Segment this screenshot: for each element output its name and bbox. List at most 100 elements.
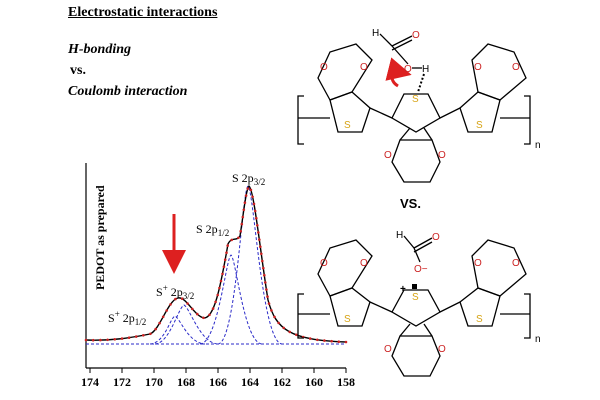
left-bracket (297, 293, 304, 339)
fit-s2p12 (199, 254, 263, 345)
data-point (149, 332, 152, 336)
oxygen-atom: O (474, 258, 482, 269)
left-dioxane-ring (317, 239, 373, 297)
oxygen-atom: O (360, 62, 368, 73)
fit-s2p32 (217, 185, 283, 345)
x-tick-label: 166 (209, 375, 227, 389)
data-point (240, 222, 244, 226)
data-point (242, 208, 246, 212)
data-point (237, 236, 240, 240)
data-point (219, 279, 223, 283)
oxygen-atom: O (320, 62, 328, 73)
oxygen-atom: O (512, 62, 520, 73)
bond-c-o-double (413, 237, 433, 249)
bond-left-center (369, 301, 393, 313)
data-point (249, 188, 253, 192)
bond-center-right (439, 301, 461, 313)
data-point (263, 273, 266, 277)
data-point (254, 216, 258, 220)
sulfur-atom: S (344, 314, 351, 325)
data-point (211, 307, 215, 310)
sulfur-atom: S (476, 314, 483, 325)
red-curved-arrow-icon (385, 57, 412, 88)
data-point (239, 229, 242, 233)
sulfur-atom: S (344, 120, 351, 131)
center-thiophene-ring (391, 93, 441, 133)
center-dioxane-ring (391, 139, 441, 183)
oxygen-atom: O (384, 150, 392, 161)
oxygen-atom: O (432, 232, 440, 243)
x-tick-labels: 174 172 170 168 166 164 162 160 158 (81, 375, 355, 389)
oxygen-atom: O (360, 258, 368, 269)
bond-c-o (413, 247, 421, 263)
left-dioxane-ring (317, 43, 373, 101)
data-point (253, 209, 257, 213)
bond-c-o (391, 45, 409, 65)
data-point (323, 339, 326, 342)
data-point (277, 321, 280, 325)
oxygen-atom: O (474, 62, 482, 73)
data-point (261, 259, 264, 263)
data-point (330, 339, 333, 343)
data-point (99, 338, 102, 342)
data-point (264, 281, 267, 284)
bond (423, 127, 433, 141)
data-point (262, 266, 265, 270)
xps-spectrum: 174 172 170 168 166 164 162 160 158 PEDO… (81, 163, 355, 389)
peak-label-splus2p32: S+ 2p3/2 (156, 283, 194, 301)
data-point (208, 313, 211, 317)
x-tick-label: 172 (113, 375, 131, 389)
bond-c-o-double-2 (413, 241, 433, 253)
versus-label: vs. (70, 63, 86, 78)
radical-dot (412, 284, 417, 289)
data-point (214, 300, 217, 304)
data-point (161, 315, 165, 319)
bond-c-o-double-2 (391, 39, 413, 51)
sulfur-atom: S (412, 292, 419, 303)
data-point (84, 338, 88, 342)
x-tick-label: 168 (177, 375, 195, 389)
x-tick-label: 170 (145, 375, 163, 389)
left-bracket (297, 95, 304, 145)
data-point (243, 201, 247, 204)
data-point (259, 245, 262, 248)
data-point (221, 272, 224, 276)
data-point (180, 297, 184, 301)
data-point (134, 335, 138, 338)
x-tick-label: 158 (337, 375, 355, 389)
oxygen-atom: O (320, 258, 328, 269)
data-point (222, 265, 226, 269)
pedot-hbond-structure (297, 33, 531, 183)
peak-label-s2p12: S 2p1/2 (196, 222, 229, 238)
right-thiophene-ring (459, 91, 501, 133)
data-point (154, 327, 157, 331)
fit-splus-2p32 (154, 304, 219, 345)
atom-labels: O O S S S O O O O H O O H n O O S S S O … (320, 28, 541, 355)
data-point (120, 337, 124, 340)
coulomb-label: Coulomb interaction (68, 84, 188, 99)
slide-title: Electrostatic interactions (68, 5, 218, 20)
hydrogen-atom: H (372, 28, 379, 39)
data-point (113, 338, 117, 341)
data-point (158, 321, 161, 325)
data-point (265, 288, 268, 291)
fit-components (86, 185, 346, 345)
data-point (196, 312, 199, 316)
data-point (191, 307, 194, 311)
bond (423, 323, 433, 337)
data-point (288, 330, 292, 334)
data-point (225, 251, 228, 254)
subscript-n: n (535, 334, 541, 345)
oxygen-atom: O (412, 30, 420, 41)
data-point (127, 336, 131, 340)
hydrogen-atom: H (396, 230, 403, 241)
right-thiophene-ring (459, 287, 501, 327)
data-point (165, 309, 168, 312)
data-point (267, 302, 271, 305)
data-point (337, 340, 341, 344)
spectrum-y-label: PEDOT as prepared (93, 185, 107, 290)
x-tick-marks (89, 368, 347, 373)
oxygen-atom: O (512, 258, 520, 269)
subscript-n: n (535, 140, 541, 151)
oxygen-atom: O (438, 344, 446, 355)
